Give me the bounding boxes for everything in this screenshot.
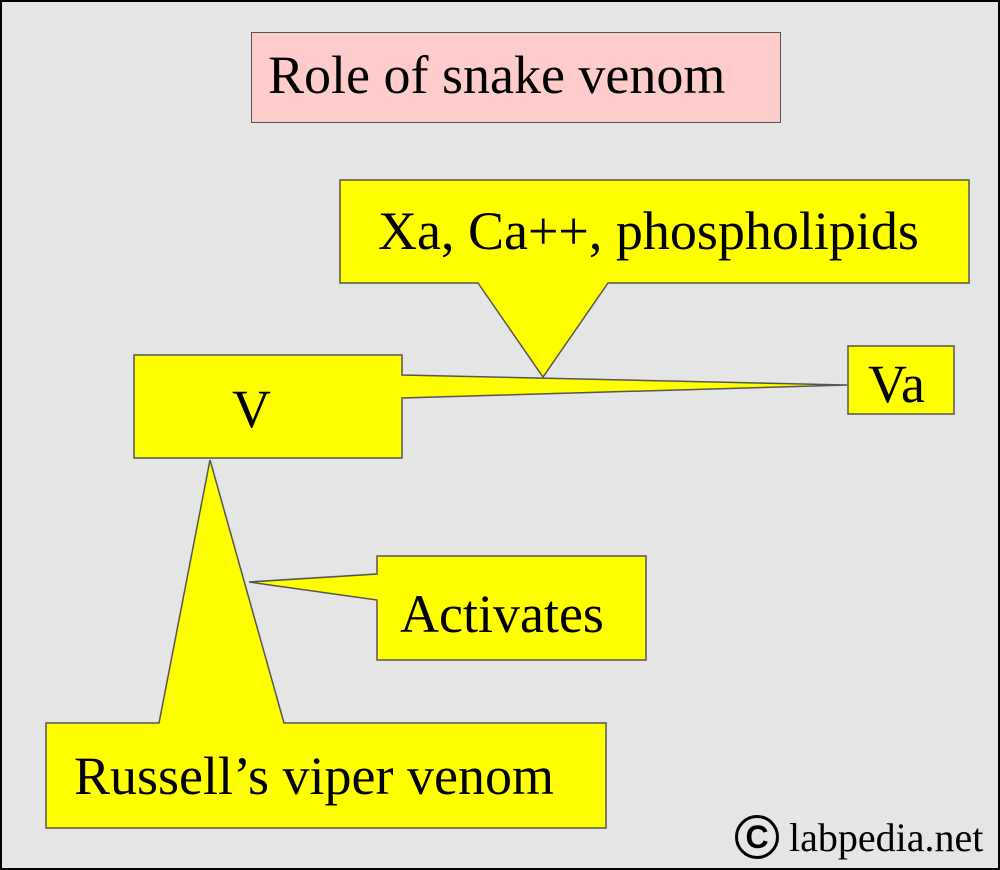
factor-v-label: V [232,379,271,439]
copyright-icon: C [735,815,779,859]
diagram-title: Role of snake venom [268,45,726,105]
cofactors-callout [339,179,970,379]
watermark: C labpedia.net [735,812,983,862]
factor-v-callout [133,354,848,459]
factor-va-label: Va [868,354,925,414]
title-box [251,32,781,123]
factor-va-box [847,345,955,415]
activates-label: Activates [400,584,604,644]
activates-callout [248,555,647,661]
watermark-text: labpedia.net [789,814,984,860]
venom-callout [45,459,607,829]
venom-label: Russell’s viper venom [74,746,554,806]
cofactors-label: Xa, Ca++, phospholipids [378,201,919,261]
